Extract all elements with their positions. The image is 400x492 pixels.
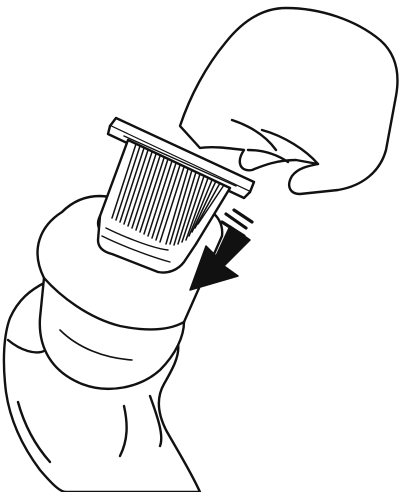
illustration-canvas bbox=[0, 0, 400, 492]
filter-insertion-illustration bbox=[0, 0, 400, 492]
